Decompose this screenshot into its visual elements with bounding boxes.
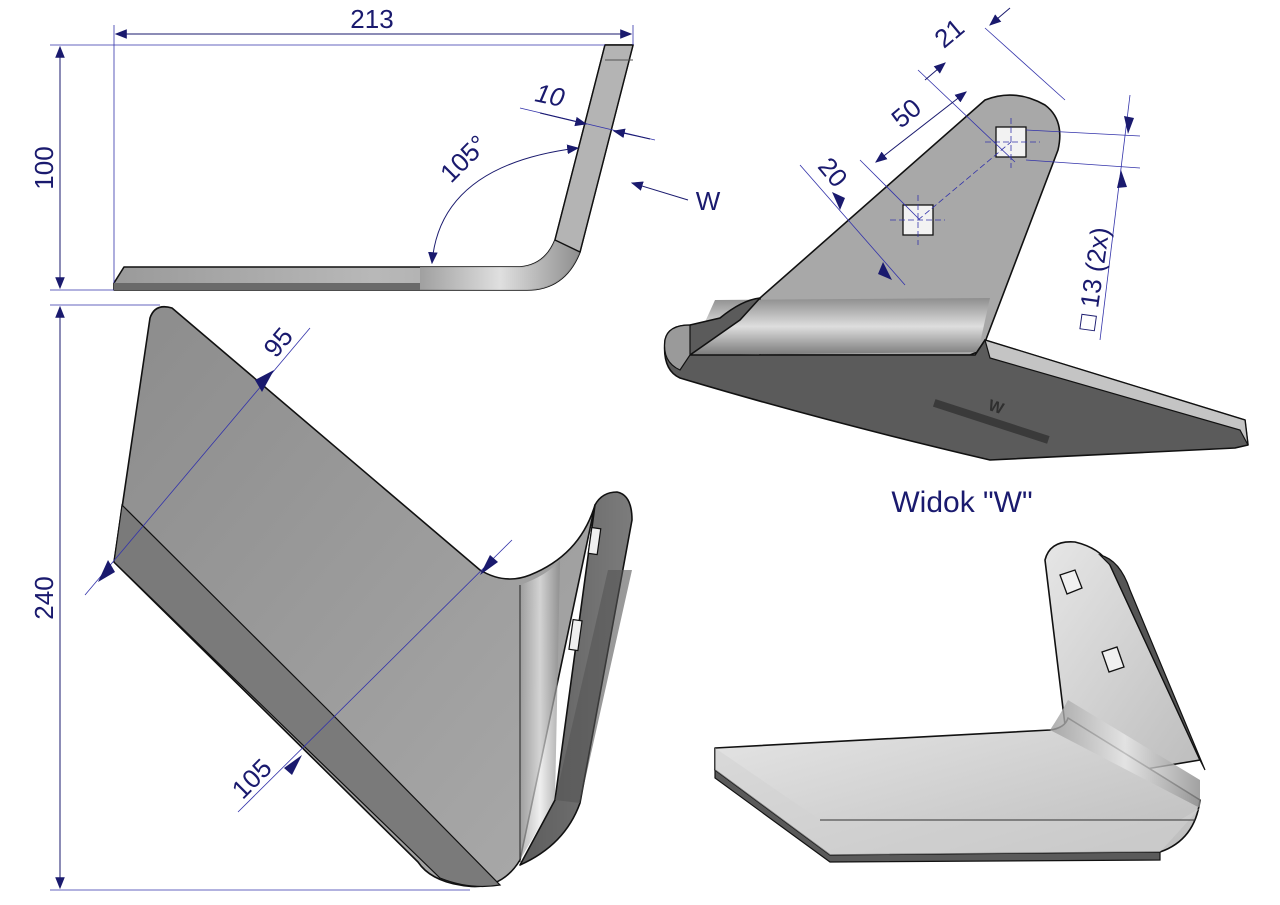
dim-240-text: 240 [29, 576, 59, 619]
dim-21-arrow-b [924, 62, 946, 81]
dim-100-text: 100 [29, 146, 59, 189]
dim-105-line [237, 539, 513, 813]
dim-20-line [799, 164, 906, 286]
iso-view-bracket-edge [1098, 553, 1206, 771]
view-w-emboss-logo: W [932, 397, 1050, 444]
side-view: 213 100 10 105° W [29, 4, 721, 291]
iso-view [714, 541, 1206, 863]
dim-21-ext [984, 27, 1066, 101]
front-view-hole-upper [587, 526, 602, 556]
dim-20-text: 20 [812, 151, 854, 192]
dim-13-ext-top [1025, 129, 1141, 137]
front-view-edge-strip [113, 503, 502, 888]
dim-13-line [1099, 94, 1131, 341]
dim-213-text: 213 [350, 4, 393, 34]
iso-view-hole-lower [1101, 646, 1125, 673]
iso-view-bend [1050, 700, 1200, 808]
svg-text:W: W [986, 397, 1006, 418]
view-w-label: Widok "W" [891, 486, 1032, 519]
side-view-bottom-face [114, 283, 420, 290]
front-view-hole-lower [568, 618, 583, 652]
dim-20-arrow-b [878, 262, 892, 280]
dim-13-text: □ 13 (2x) [1071, 225, 1115, 332]
iso-view-chamfer [715, 748, 1200, 855]
view-w-bend-band [690, 298, 990, 355]
view-w-lip [663, 324, 691, 371]
view-w: W 21 50 20 □ 13 (2x) [663, 7, 1249, 461]
dim-21-text: 21 [928, 12, 969, 54]
front-view: 95 105 240 [29, 304, 633, 891]
front-view-bend [520, 560, 560, 860]
dim-10-arrow-left [539, 112, 588, 127]
front-view-blade [113, 305, 596, 888]
front-view-flange [519, 491, 633, 866]
dim-angle-arc [428, 144, 580, 265]
dim-50-line [875, 91, 967, 163]
dim-20-arrow-a [832, 192, 845, 210]
view-w-arrow [630, 181, 689, 201]
view-w-letter: W [696, 186, 721, 216]
dim-10-text: 10 [533, 78, 568, 113]
dim-105-arrow-top [480, 555, 498, 575]
dim-105-arrow-bottom [284, 755, 302, 775]
dim-95-arrow-top [255, 370, 274, 392]
view-w-base-side [984, 339, 1249, 446]
dim-13-arrow-a [1124, 116, 1134, 134]
dim-angle-text: 105° [434, 129, 493, 188]
dim-21-arrow-a [989, 7, 1011, 26]
iso-view-hole-upper [1059, 569, 1083, 595]
side-view-bend-shade [420, 240, 580, 290]
side-view-upright-face [554, 44, 634, 254]
dim-50-ext [859, 159, 921, 221]
dim-10-arrow-right [612, 128, 651, 140]
front-view-flange-edge [555, 570, 632, 803]
dim-95-arrow-bottom [98, 560, 115, 582]
dim-95-text: 95 [257, 321, 299, 362]
dim-13-arrow-b [1117, 170, 1127, 188]
view-w-hole-axis [917, 141, 1012, 221]
dim-105-text: 105 [226, 753, 278, 805]
